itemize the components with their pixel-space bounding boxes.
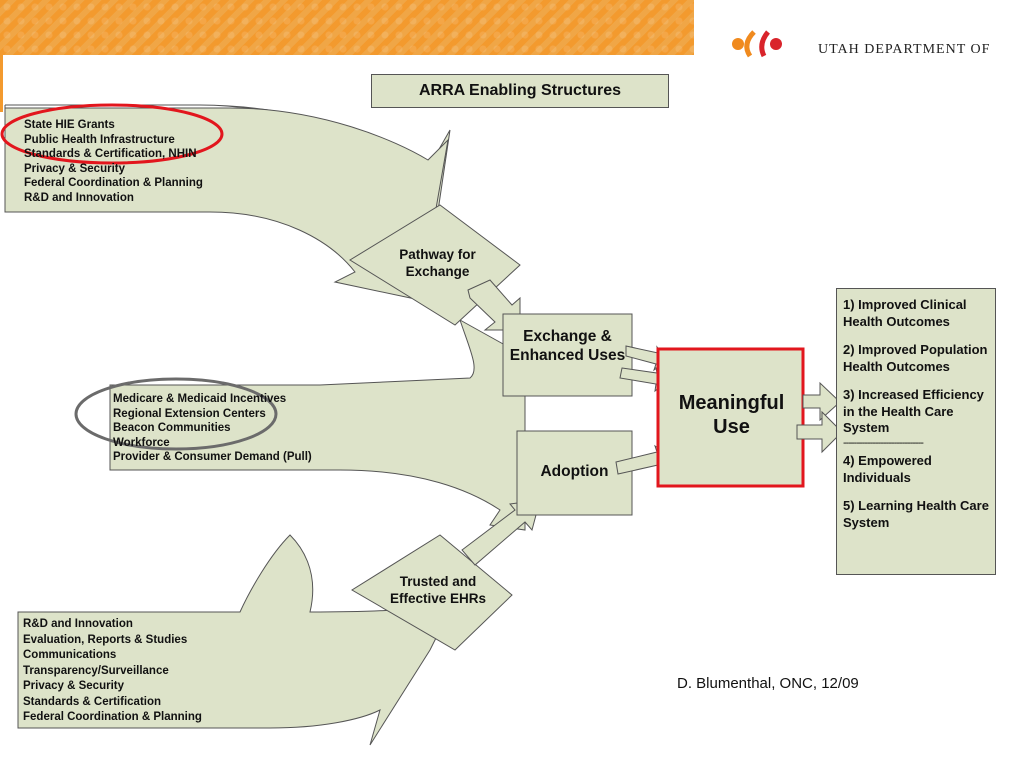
mu-to-outcomes-arrow [802,381,841,422]
meaningful-use-box [656,347,805,488]
list-item: Public Health Infrastructure [24,133,175,146]
exchange-label: Exchange & Enhanced Uses [509,328,626,364]
adoption-label: Adoption [540,463,609,480]
list-item: Federal Coordination & Planning [23,711,202,723]
list-item: Standards & Certification, NHIN [24,148,197,160]
bottom-curved-arrow [17,534,456,746]
red-highlight-ellipse [0,103,224,165]
list-item: Regional Extension Centers [113,407,266,420]
middle-structures-list: Medicare & Medicaid Incentives Regional … [113,392,312,465]
outcome-separator: ------------------------------ [843,436,924,449]
middle-curved-arrow [109,318,526,531]
list-item: R&D and Innovation [24,191,134,204]
trusted-diamond [351,534,513,651]
diagram-title: ARRA Enabling Structures [371,74,669,108]
mu-to-outcomes-arrow-2 [796,410,843,454]
top-arrow-body [4,105,449,301]
meaningful-use-label: Meaningful Use [678,392,785,438]
trusted-label: Trusted and Effective EHRs [389,574,487,606]
outcomes-box: 1) Improved Clinical Health Outcomes 2) … [836,288,996,575]
list-item: State HIE Grants [24,119,115,131]
org-name: UTAH DEPARTMENT OF [818,42,991,57]
list-item: R&D and Innovation [23,618,133,630]
list-item: Medicare & Medicaid Incentives [113,393,287,405]
list-item: Transparency/Surveillance [23,664,169,677]
outcome-item: 5) Learning Health Care System [843,498,989,530]
list-item: Beacon Communities [113,422,231,434]
list-item: Federal Coordination & Planning [24,177,203,189]
bottom-structures-list: R&D and Innovation Evaluation, Reports &… [23,617,202,726]
list-item: Workforce [113,436,170,449]
logo-mark-icon [732,30,782,58]
list-item: Communications [23,649,117,661]
outcome-item: 1) Improved Clinical Health Outcomes [843,297,967,329]
outcome-item: 2) Improved Population Health Outcomes [843,342,988,374]
source-credit: D. Blumenthal, ONC, 12/09 [677,675,859,692]
list-item: Standards & Certification [23,695,162,708]
header-accent-bar [0,55,3,112]
adoption-box [516,430,633,516]
gray-highlight-ellipse [74,377,278,451]
list-item: Provider & Consumer Demand (Pull) [113,451,312,463]
utah-doh-logo: UTAH DEPARTMENT OF [728,28,1024,58]
list-item: Privacy & Security [24,162,126,175]
outcome-item: 4) Empowered Individuals [843,453,932,485]
exchange-box [502,313,633,397]
outcome-item: 3) Increased Efficiency in the Health Ca… [843,387,984,435]
header-banner [0,0,694,55]
top-structures-list: State HIE Grants Public Health Infrastru… [24,118,203,205]
list-item: Evaluation, Reports & Studies [23,633,188,646]
pathway-label: Pathway for Exchange [399,247,476,279]
list-item: Privacy & Security [23,680,125,692]
